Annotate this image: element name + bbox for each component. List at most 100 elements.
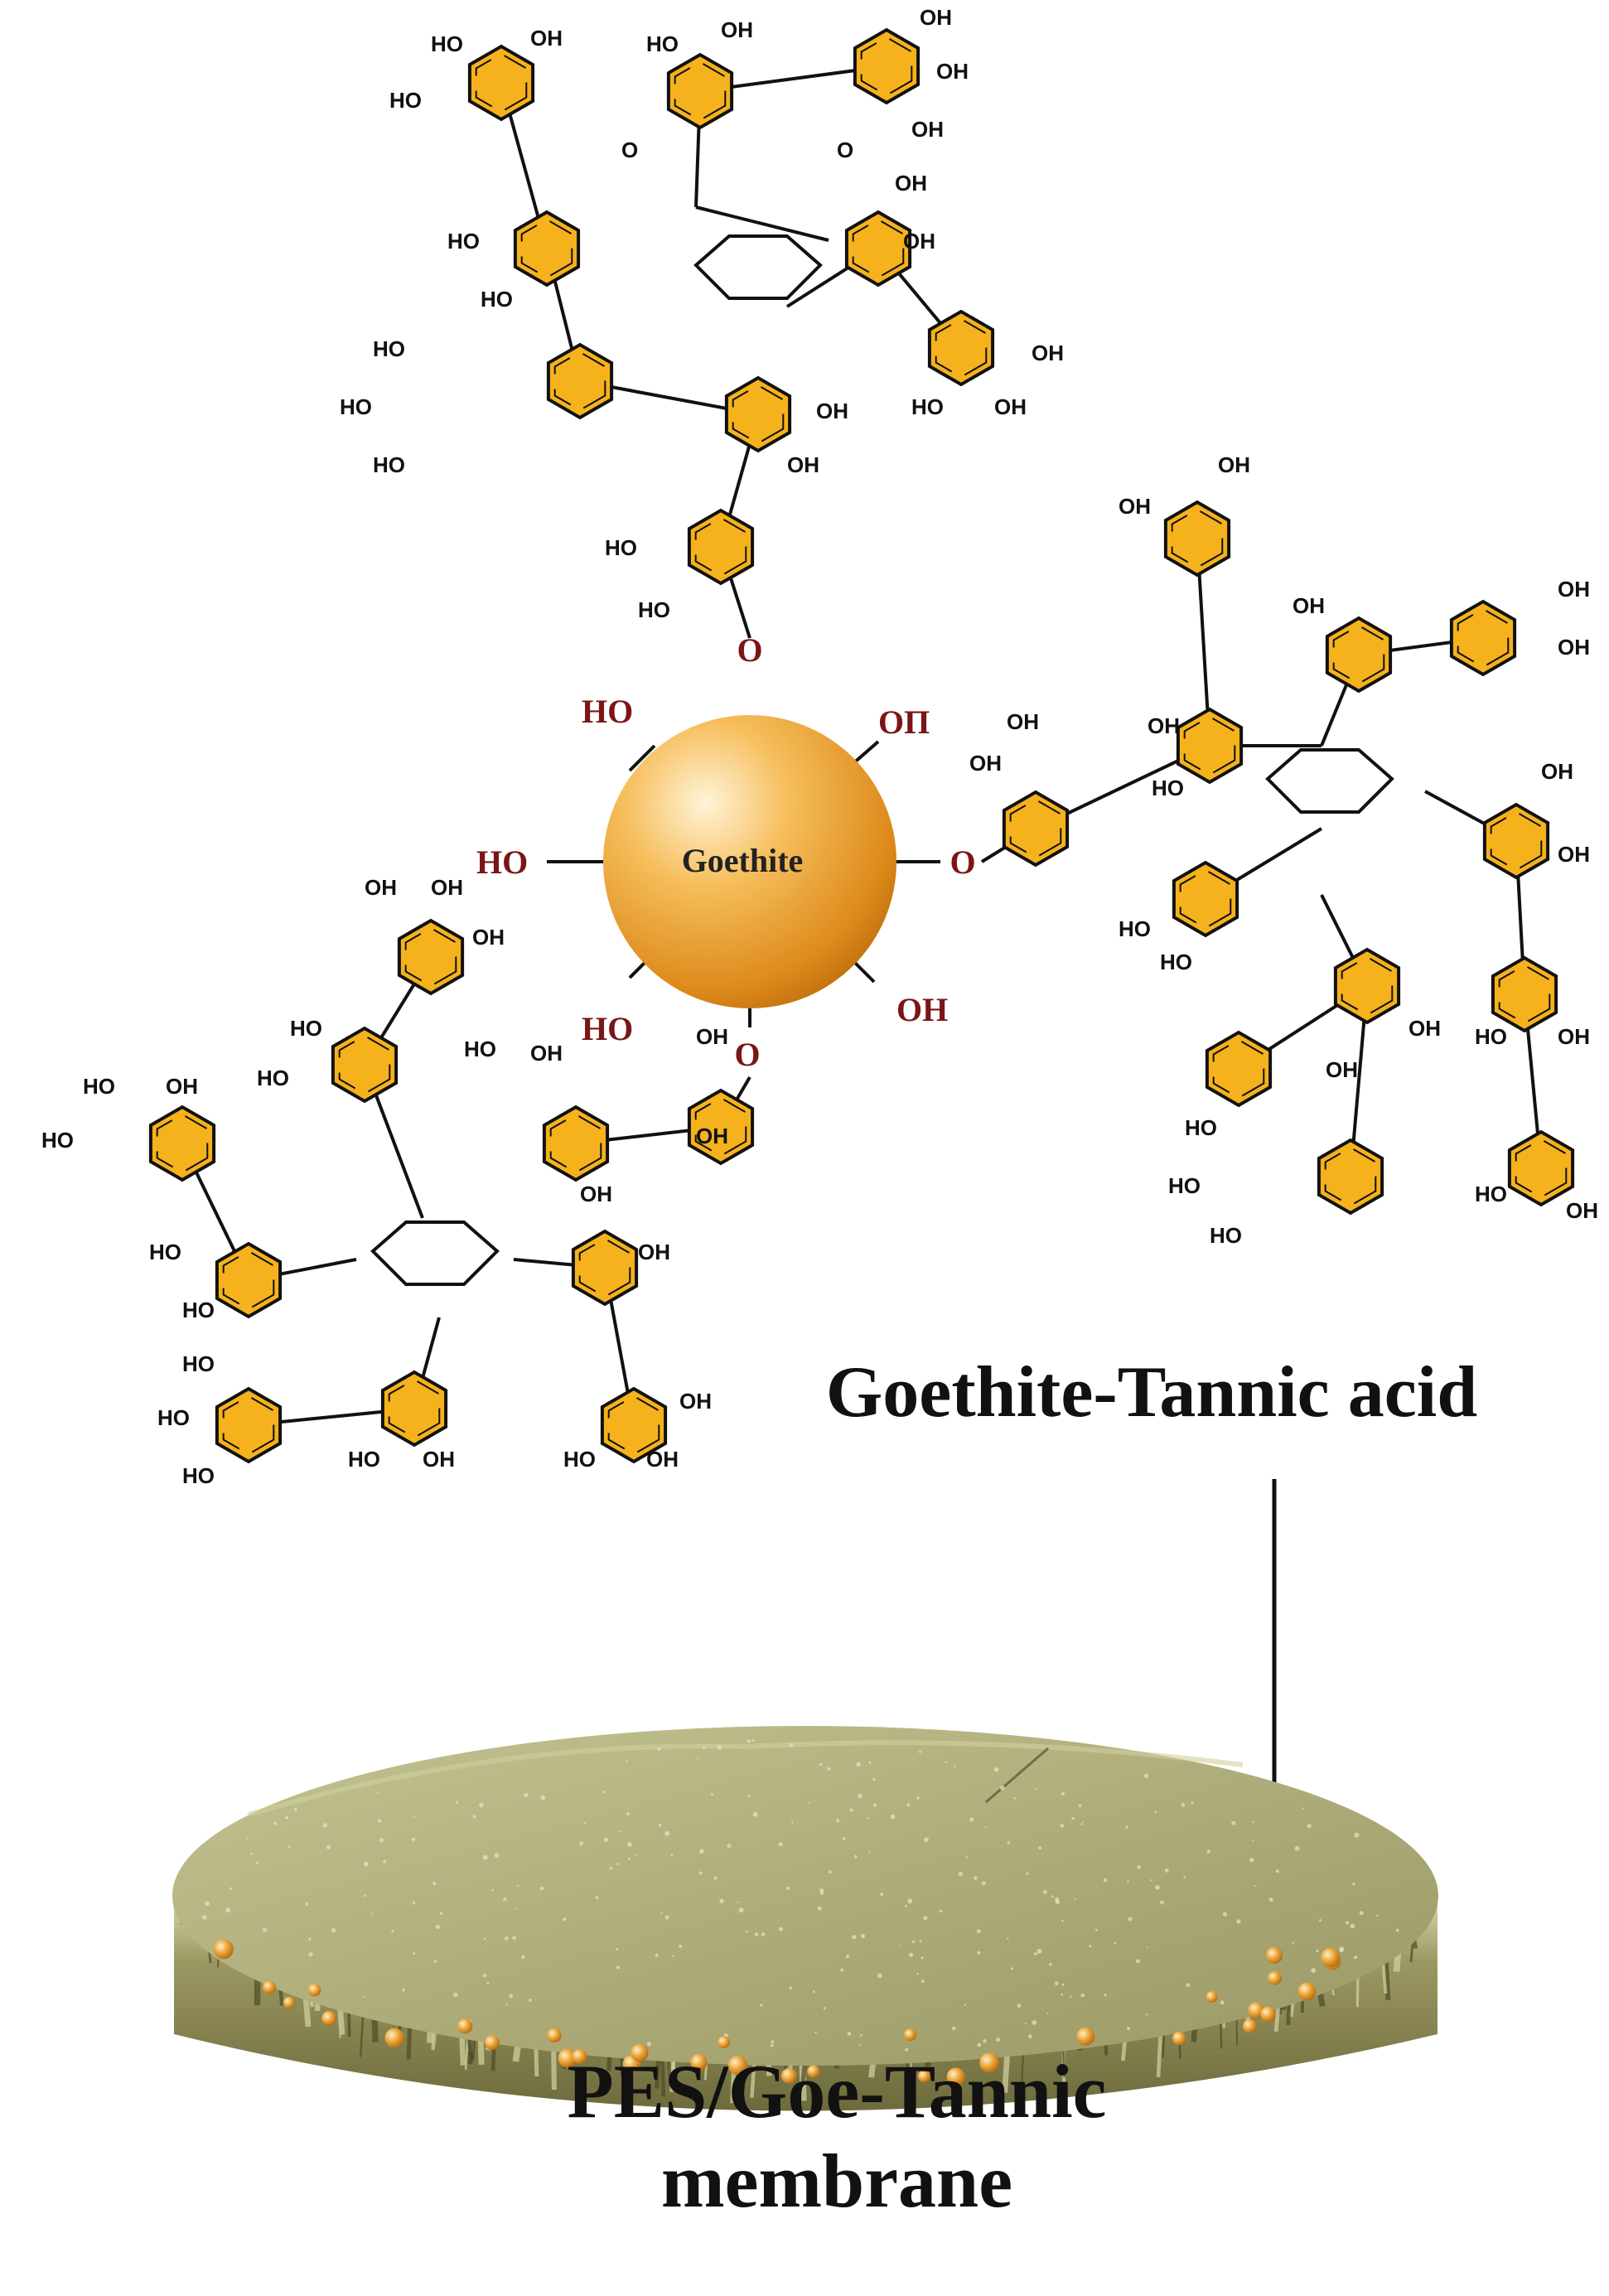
embedded-particle-20 [485, 2035, 500, 2051]
atom-label-18: OH [816, 399, 848, 423]
atom-label-5: OH [920, 5, 952, 30]
atom-label-38: OH [1558, 1024, 1590, 1049]
embedded-particle-1 [781, 2068, 797, 2084]
embedded-particle-15 [1076, 2027, 1095, 2046]
embedded-particle-8 [1268, 1970, 1282, 1985]
atom-label-45: OH [431, 875, 463, 900]
embedded-particle-16 [384, 2028, 404, 2048]
atom-label-52: OH [696, 1124, 728, 1148]
atom-label-6: OH [936, 59, 969, 84]
atom-label-10: OH [895, 171, 927, 196]
galloyl-ring-22 [331, 1026, 399, 1104]
atom-label-46: OH [472, 925, 505, 950]
atom-label-17: HO [911, 394, 944, 419]
atom-label-51: OH [696, 1024, 728, 1049]
embedded-particle-17 [1172, 2031, 1186, 2046]
goethite-core: Goethite HO OП НО HO OH O O O [476, 631, 976, 1073]
embedded-particle-24 [807, 2065, 820, 2078]
embedded-particle-13 [1242, 2019, 1257, 2033]
atom-label-54: OH [166, 1074, 198, 1099]
embedded-particle-11 [1260, 2006, 1276, 2023]
embedded-particle-4 [631, 2043, 649, 2062]
embedded-particle-22 [1321, 1947, 1341, 1968]
hydroxyl-left: НО [476, 843, 528, 881]
atom-label-23: OH [1218, 452, 1250, 477]
galloyl-ring-28 [380, 1370, 448, 1448]
atom-label-48: HO [257, 1066, 289, 1090]
atom-label-9: HO [481, 287, 513, 312]
atom-label-44: OH [365, 875, 397, 900]
galloyl-ring-19 [1317, 1138, 1384, 1216]
composite-label: Goethite-Tannic acid [825, 1352, 1478, 1433]
atom-label-34: HO [1160, 950, 1192, 974]
galloyl-ring-16 [1333, 947, 1401, 1025]
embedded-particle-30 [1206, 1991, 1218, 2003]
hydroxyl-top-right: OП [878, 703, 930, 741]
embedded-particle-27 [263, 1980, 276, 1994]
atom-label-22: OH [1119, 494, 1151, 519]
surface-scratch [985, 1747, 1049, 1804]
atom-label-0: HO [431, 31, 463, 56]
membrane-speckles [202, 1739, 1399, 2052]
atom-label-36: OH [1408, 1016, 1441, 1041]
galloyl-ring-9 [1163, 500, 1231, 578]
membrane-label: PES/Goe-Tannic membrane [472, 2047, 1201, 2226]
atom-label-37: HO [1475, 1024, 1507, 1049]
galloyl-ring-0 [467, 44, 535, 122]
galloyl-ring-12 [1176, 707, 1244, 785]
atom-label-62: HO [182, 1463, 215, 1488]
atom-label-49: HO [464, 1037, 496, 1061]
galloyl-ring-21 [397, 918, 465, 996]
atom-label-61: HO [157, 1405, 190, 1430]
atom-label-59: OH [638, 1240, 670, 1264]
galloyl-ring-3 [513, 210, 581, 288]
galloyl-ring-6 [546, 342, 614, 420]
atom-label-64: OH [423, 1447, 455, 1472]
atom-label-53: HO [83, 1074, 115, 1099]
atom-label-43: OH [1566, 1198, 1598, 1223]
atom-label-68: O [621, 138, 638, 162]
membrane-disc [172, 1726, 1438, 2111]
hydroxyl-top-left: HO [582, 693, 633, 730]
atom-label-35: OH [1326, 1057, 1358, 1082]
galloyl-ring-2 [853, 27, 920, 105]
atom-label-20: HO [605, 535, 637, 560]
embedded-particle-14 [321, 2011, 336, 2026]
embedded-goethite-particles [213, 1939, 1341, 2086]
atom-label-1: OH [530, 26, 563, 51]
atom-label-31: OH [1541, 759, 1573, 784]
galloyl-ring-25 [148, 1104, 216, 1182]
atom-label-14: HO [373, 452, 405, 477]
ester-link-top: O [737, 631, 762, 669]
galloyl-ring-30 [600, 1386, 668, 1464]
galloyl-ring-13 [1002, 790, 1070, 868]
atom-label-67: OH [646, 1447, 679, 1472]
hydroxyl-bottom-right: OH [896, 991, 948, 1028]
galloyl-ring-24 [687, 1088, 755, 1166]
embedded-particle-19 [718, 2036, 730, 2048]
atom-label-40: HO [1168, 1173, 1201, 1198]
embedded-particle-25 [1297, 1982, 1317, 2001]
embedded-particle-2 [904, 2028, 916, 2042]
atom-label-47: HO [290, 1016, 322, 1041]
atom-label-63: HO [348, 1447, 380, 1472]
atom-label-27: OH [1148, 713, 1180, 738]
galloyl-ring-4 [844, 210, 912, 288]
atom-label-15: OH [1032, 341, 1064, 365]
atom-label-25: OH [1558, 635, 1590, 660]
atom-label-65: OH [679, 1389, 712, 1414]
embedded-particle-18 [307, 1983, 321, 1997]
embedded-particle-7 [457, 2018, 473, 2034]
atom-label-66: HO [563, 1447, 596, 1472]
atom-label-16: OH [994, 394, 1027, 419]
galloyl-ring-18 [1205, 1030, 1273, 1108]
atom-label-8: HO [447, 229, 480, 254]
atom-label-60: HO [182, 1351, 215, 1376]
ester-link-bottom: O [734, 1036, 760, 1073]
pointer-particle [1266, 1947, 1283, 1964]
embedded-particle-3 [283, 1996, 295, 2009]
embedded-particle-6 [213, 1939, 234, 1960]
atom-label-57: HO [182, 1298, 215, 1322]
